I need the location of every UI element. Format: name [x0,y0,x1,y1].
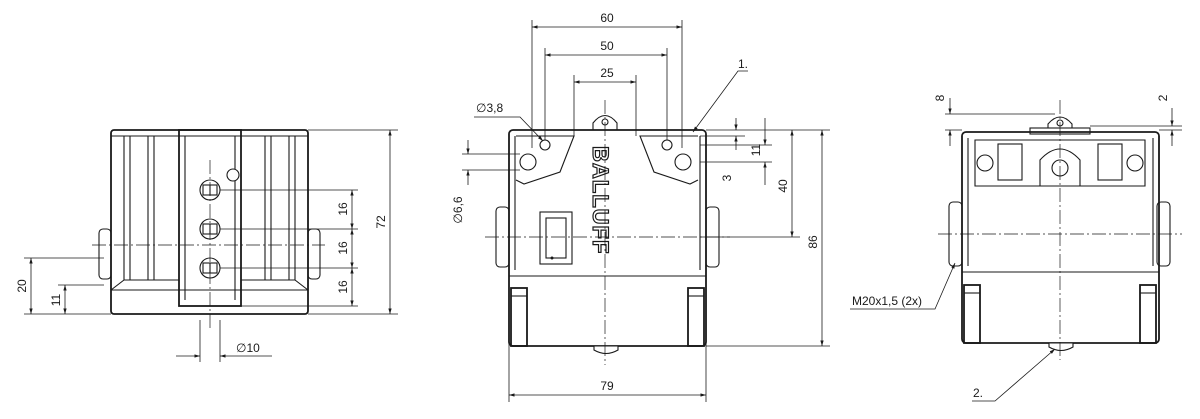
front-dim-66: ∅6,6 [451,196,465,223]
left-dim-10: ∅10 [236,341,260,355]
front-view-ear-right [639,135,699,185]
front-view-hole-left-large [519,153,537,171]
right-view-leg-left [963,284,981,344]
front-dim-25: 25 [600,66,614,80]
right-view-pocket-right [1097,143,1123,181]
front-view-bottom-stub [593,345,619,355]
front-view-ear-left [515,135,575,185]
left-view-ribs [123,136,296,280]
front-view-hole-left-small [539,139,551,151]
front-view-hole-right-large [674,153,692,171]
left-dim-72: 72 [374,215,388,229]
left-dim-16b: 16 [336,241,350,255]
front-view-leg-left [510,287,528,347]
callout-2: 2. [973,386,983,400]
right-rear-view: 8 2 M20x1,5 (2x) 2. [850,94,1182,402]
left-view-small-hole [226,168,240,182]
left-view-side-stub-left [98,228,112,280]
brand-logo: BALLUFF [588,146,613,254]
front-dim-86: 86 [806,235,820,249]
right-dim-2: 2 [1156,94,1170,101]
thread-label: M20x1,5 (2x) [852,294,922,308]
front-dim-38: ∅3,8 [476,101,503,115]
left-dim-16a: 16 [336,202,350,216]
front-dim-60: 60 [600,11,614,25]
left-view-side-stub-right [307,228,321,280]
front-view-label-plate [539,211,573,265]
front-view-leg-right [687,287,705,347]
right-view-hole-right [1126,154,1144,172]
left-dim-16c: 16 [336,280,350,294]
right-view-pocket-left [997,143,1023,181]
front-view-hole-right-small [661,139,673,151]
left-dim-20: 20 [15,279,29,293]
callout-1: 1. [738,57,748,71]
right-view-leg-right [1139,284,1157,344]
front-dim-11: 11 [749,143,763,156]
front-dim-50: 50 [600,39,614,53]
right-view-bottom-stub [1048,342,1074,352]
right-dim-8: 8 [933,94,947,101]
front-view: BALLUFF [451,11,830,402]
left-side-view: 16 16 16 72 20 11 ∅10 [15,129,398,362]
right-view-hole-left [976,154,994,172]
front-dim-3: 3 [720,174,734,181]
left-dim-11: 11 [49,293,63,306]
front-dim-79: 79 [600,379,614,393]
front-dim-40: 40 [776,179,790,193]
